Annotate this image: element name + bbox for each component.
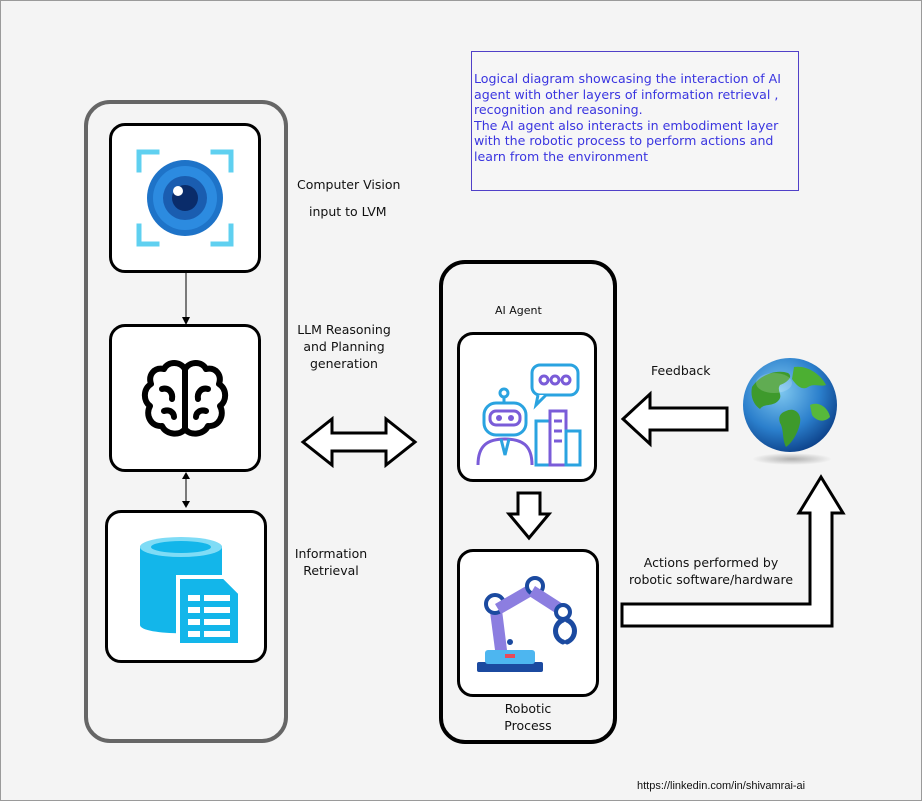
ai-agent-title: AI Agent (495, 304, 542, 317)
ai-agent-container (439, 260, 617, 744)
computer-vision-card (109, 123, 261, 273)
label-line: robotic software/hardware (628, 572, 794, 587)
robotic-process-card (457, 549, 599, 697)
perception-stack-container (84, 100, 288, 743)
label-line: LLM Reasoning (297, 322, 391, 337)
eye-icon (136, 149, 234, 247)
label-line: Computer Vision (297, 177, 401, 192)
note-line: The AI agent also interacts in embodimen… (474, 117, 779, 133)
label-line: Actions performed by (643, 555, 779, 570)
brain-icon (141, 360, 229, 437)
information-retrieval-card (105, 510, 267, 663)
down-arrow (505, 491, 553, 541)
label-line: and Planning (303, 339, 385, 354)
vision-to-llm-connector (182, 273, 190, 325)
note-line: with the robotic process to perform acti… (474, 133, 774, 149)
note-line: recognition and reasoning. (474, 102, 643, 118)
computer-vision-label: Computer Vision input to LVM (297, 177, 400, 219)
label-line: input to LVM (309, 204, 387, 219)
label-line: Process (504, 718, 552, 733)
robotic-process-label: Robotic Process (498, 700, 558, 734)
database-icon (140, 537, 242, 647)
bidirectional-arrow (300, 415, 418, 469)
actions-label: Actions performed by robotic software/ha… (619, 554, 803, 588)
ai-agent-card (457, 332, 597, 482)
information-retrieval-label: Information Retrieval (290, 545, 372, 579)
note-line: agent with other layers of information r… (474, 86, 779, 102)
description-note: Logical diagram showcasing the interacti… (471, 51, 799, 191)
label-line: Robotic (504, 701, 552, 716)
linkedin-credit: https://linkedin.com/in/shivamrai-ai (637, 780, 806, 792)
note-line: learn from the environment (474, 148, 649, 164)
llm-reasoning-label: LLM Reasoning and Planning generation (291, 321, 397, 372)
globe-icon (743, 358, 837, 465)
robot-agent-icon (476, 363, 582, 467)
label-line: Information (294, 546, 368, 561)
robotic-arm-icon (477, 576, 577, 672)
feedback-arrow (620, 390, 729, 448)
actions-arrow (620, 474, 846, 628)
label-line: generation (310, 356, 378, 371)
llm-retrieval-connector (182, 472, 190, 508)
llm-reasoning-card (109, 324, 261, 472)
label-line: Retrieval (303, 563, 359, 578)
feedback-label: Feedback (651, 363, 711, 378)
note-line: Logical diagram showcasing the interacti… (474, 71, 781, 86)
